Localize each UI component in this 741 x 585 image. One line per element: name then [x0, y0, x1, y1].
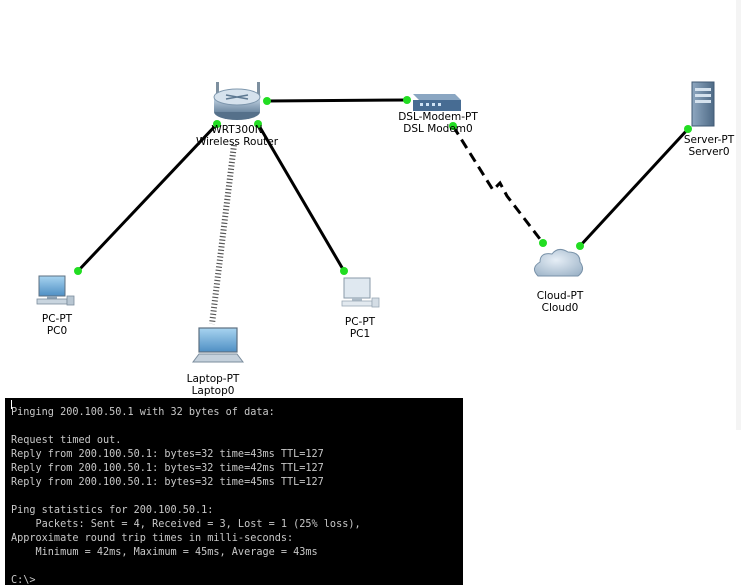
console-line [5, 560, 463, 574]
cloud-model: Cloud-PT [536, 290, 584, 302]
text-cursor [11, 400, 12, 409]
canvas-edge [736, 0, 741, 430]
pc1-label: PC-PT PC1 [330, 316, 390, 340]
console-line: Reply from 200.100.50.1: bytes=32 time=4… [11, 449, 324, 460]
console-line: Approximate round trip times in milli-se… [11, 533, 294, 544]
console-line: Pinging 200.100.50.1 with 32 bytes of da… [11, 407, 275, 418]
router-icon[interactable] [213, 82, 261, 120]
server-name: Server0 [688, 146, 730, 158]
server-model: Server-PT [683, 134, 735, 146]
router-model: WRT300N [211, 124, 263, 136]
pc1-icon[interactable] [341, 277, 380, 308]
console-prompt[interactable]: C:\> [11, 575, 36, 585]
console-line: Ping statistics for 200.100.50.1: [11, 505, 214, 516]
port-status-dots [74, 96, 692, 275]
topology-svg [36, 81, 715, 363]
server-icon[interactable] [691, 81, 715, 127]
dsl-modem-icon[interactable] [413, 94, 461, 111]
router-label: WRT300N Wireless Router [188, 124, 286, 148]
pc0-name: PC0 [46, 325, 68, 337]
console-line: Request timed out. [11, 435, 122, 446]
link-router-pc1 [256, 123, 346, 272]
link-router-laptop-wireless [209, 144, 237, 325]
pc1-name: PC1 [349, 328, 371, 340]
laptop-name: Laptop0 [191, 385, 235, 397]
link-router-pc0 [76, 122, 219, 273]
console-line: Minimum = 42ms, Maximum = 45ms, Average … [11, 547, 318, 558]
link-router-modem [266, 98, 408, 103]
pc1-model: PC-PT [344, 316, 376, 328]
cloud-name: Cloud0 [541, 302, 579, 314]
modem-name: DSL Modem0 [403, 123, 473, 135]
console-line [5, 420, 463, 434]
modem-model: DSL-Modem-PT [398, 111, 478, 123]
server-label: Server-PT Server0 [677, 134, 741, 158]
link-cloud-server [578, 127, 690, 248]
cloud-icon[interactable] [534, 248, 584, 277]
console-line: Packets: Sent = 4, Received = 3, Lost = … [11, 519, 361, 530]
cloud-label: Cloud-PT Cloud0 [525, 290, 595, 314]
console-line: Reply from 200.100.50.1: bytes=32 time=4… [11, 463, 324, 474]
modem-label: DSL-Modem-PT DSL Modem0 [388, 111, 488, 135]
laptop-model: Laptop-PT [186, 373, 240, 385]
router-name: Wireless Router [195, 136, 279, 148]
console-line: Reply from 200.100.50.1: bytes=32 time=4… [11, 477, 324, 488]
pc0-icon[interactable] [36, 275, 75, 306]
console-line [5, 490, 463, 504]
laptop-label: Laptop-PT Laptop0 [178, 373, 248, 397]
laptop-icon[interactable] [192, 327, 244, 363]
link-modem-cloud [451, 125, 545, 244]
pc0-label: PC-PT PC0 [27, 313, 87, 337]
pc0-model: PC-PT [41, 313, 73, 325]
network-topology-canvas: WRT300N Wireless Router DSL-Modem-PT DSL… [27, 0, 741, 430]
command-prompt-output[interactable]: Pinging 200.100.50.1 with 32 bytes of da… [5, 398, 463, 585]
